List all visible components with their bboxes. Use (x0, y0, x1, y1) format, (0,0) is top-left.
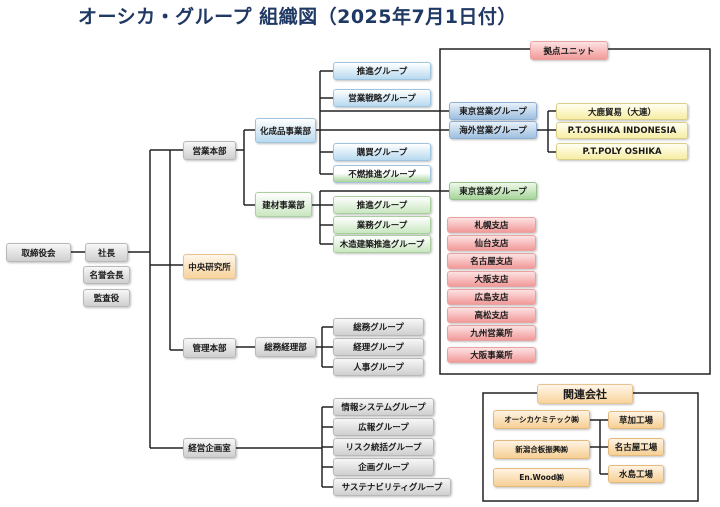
page-title: オーシカ・グループ 組織図（2025年7月1日付） (78, 6, 517, 28)
chem-purchasing-group: 購買グループ (333, 143, 431, 161)
tokyo-sales-group-chem: 東京営業グループ (449, 102, 537, 120)
human-resources-group: 人事グループ (333, 358, 424, 376)
public-relations-group: 広報グループ (333, 418, 434, 436)
building-operations-group: 業務グループ (333, 216, 431, 234)
central-research-lab: 中央研究所 (183, 254, 236, 279)
related-companies-label: 関連会社 (537, 384, 633, 404)
auditor: 監査役 (83, 289, 130, 307)
overseas-affiliate-indonesia: P.T.OSHIKA INDONESIA (556, 122, 688, 139)
tokyo-sales-group-building: 東京営業グループ (449, 182, 537, 200)
branch-osaka: 大阪支店 (447, 271, 536, 287)
president: 社長 (85, 243, 128, 262)
related-company-niigata-plywood: 新潟合板振興㈱ (493, 440, 590, 459)
planning-group: 企画グループ (333, 458, 434, 476)
chemical-products-division: 化成品事業部 (255, 118, 316, 143)
planning-office: 経営企画室 (183, 438, 236, 458)
wooden-construction-group: 木造建築推進グループ (333, 235, 431, 253)
plant-mizushima: 水島工場 (608, 465, 664, 483)
sustainability-group: サステナビリティグループ (333, 478, 451, 496)
plant-nagoya: 名古屋工場 (608, 438, 664, 456)
overseas-affiliate-dalian: 大鹿貿易（大連） (556, 103, 688, 120)
chem-promotion-group: 推進グループ (333, 62, 431, 80)
branch-sendai: 仙台支店 (447, 235, 536, 251)
related-company-oshika-chemitech: オーシカケミテック㈱ (493, 410, 590, 429)
chem-sales-strategy-group: 営業戦略グループ (333, 89, 431, 107)
sales-headquarters: 営業本部 (183, 141, 236, 160)
honorary-chairman: 名誉会長 (83, 266, 130, 284)
information-systems-group: 情報システムグループ (333, 398, 434, 416)
branch-kyushu-office: 九州営業所 (447, 325, 536, 341)
overseas-affiliate-poly-oshika: P.T.POLY OSHIKA (556, 143, 688, 160)
building-promotion-group: 推進グループ (333, 196, 431, 214)
accounting-group: 経理グループ (333, 338, 424, 356)
general-accounting-division: 総務経理部 (255, 337, 316, 357)
base-unit-label: 拠点ユニット (530, 41, 608, 60)
plant-soka: 草加工場 (608, 411, 664, 429)
chem-nonflammable-group: 不燃推進グループ (333, 165, 431, 183)
risk-management-group: リスク統括グループ (333, 438, 434, 456)
branch-hiroshima: 広島支店 (447, 289, 536, 305)
branch-osaka-office: 大阪事業所 (447, 347, 536, 363)
related-company-en-wood: En.Wood㈱ (493, 468, 590, 487)
board-of-directors: 取締役会 (6, 243, 71, 262)
branch-sapporo: 札幌支店 (447, 217, 536, 233)
admin-headquarters: 管理本部 (183, 338, 236, 358)
building-materials-division: 建材事業部 (255, 192, 312, 217)
branch-takamatsu: 高松支店 (447, 307, 536, 323)
general-affairs-group: 総務グループ (333, 318, 424, 336)
branch-nagoya: 名古屋支店 (447, 253, 536, 269)
overseas-sales-group: 海外営業グループ (449, 121, 537, 139)
